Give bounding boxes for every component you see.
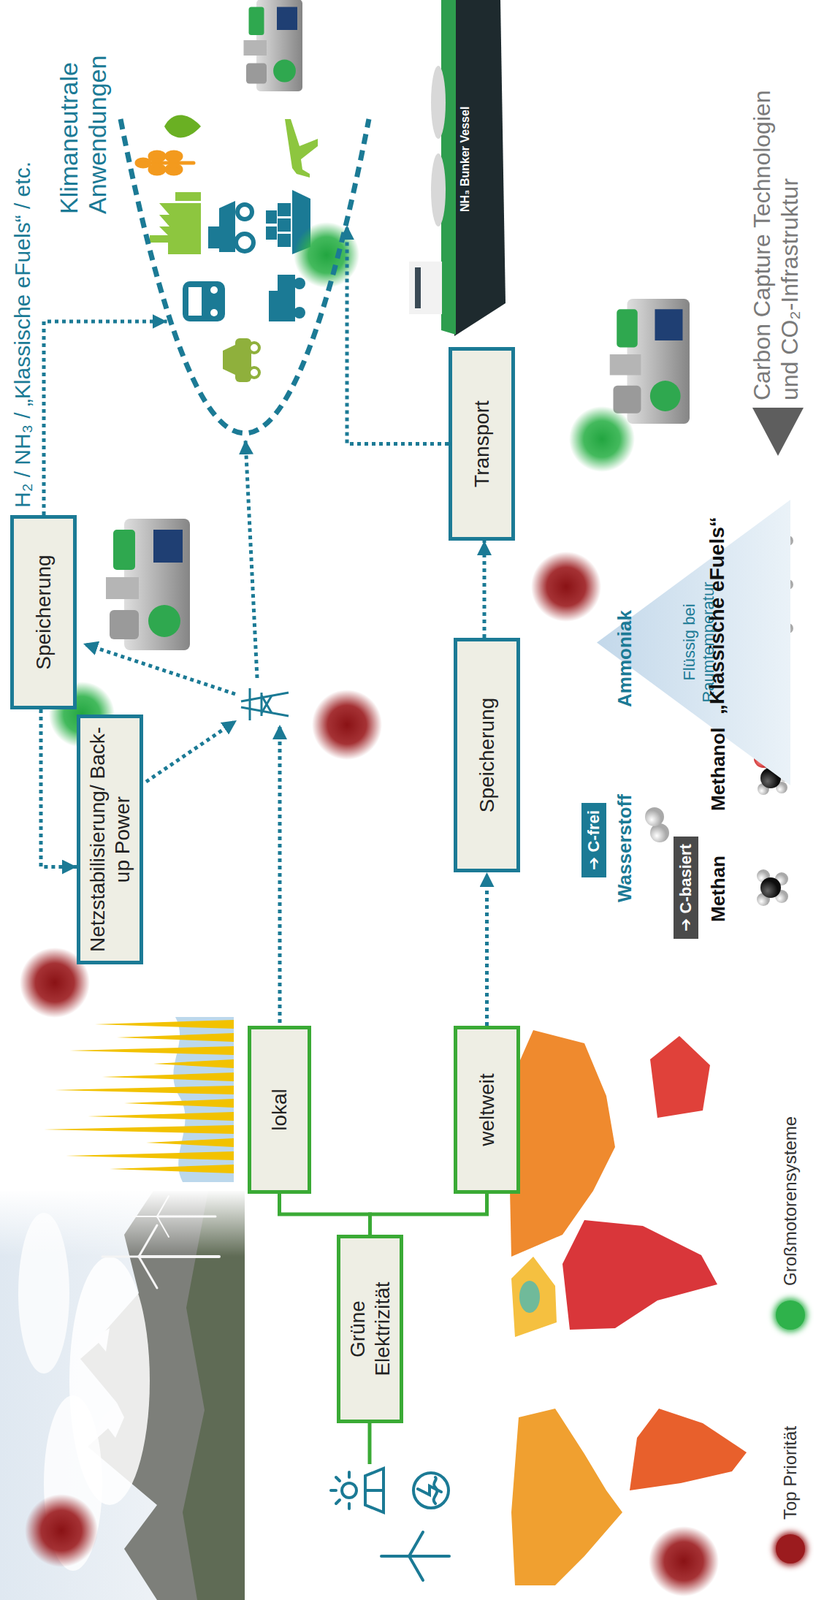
substance-name: Wasserstoff	[613, 794, 637, 903]
generation-chart	[43, 1016, 234, 1182]
category-tag: ➔ C-frei	[581, 802, 607, 878]
legend-text: Top Priorität	[780, 1425, 801, 1520]
renewable-icons	[330, 1468, 450, 1581]
engine-photo	[105, 518, 190, 651]
connector	[482, 540, 487, 638]
connector	[370, 1193, 488, 1235]
path-box: lokal	[247, 1025, 312, 1194]
landscape-photo	[0, 1189, 245, 1600]
legend-item: Großmotorensysteme	[775, 1116, 806, 1330]
node-text: lokal	[267, 1088, 293, 1131]
substance-name: Methanol	[707, 727, 730, 811]
power-pylon	[241, 688, 289, 721]
substance-name: Ammoniak	[613, 609, 637, 708]
substance-name: „Klassische eFuels“	[705, 516, 730, 715]
connector	[485, 872, 489, 1026]
category-tag: ➔ C-basiert	[673, 836, 699, 939]
connector	[43, 321, 168, 515]
process-box: Speicherung	[10, 515, 77, 710]
engine-photo	[609, 298, 690, 424]
legend-swatch	[775, 1534, 806, 1564]
legend-swatch	[775, 1300, 806, 1330]
application-region: Klimaneutrale Anwendungen	[54, 16, 399, 434]
triangle-fill	[596, 499, 791, 786]
application-icons	[136, 115, 318, 383]
process-box: Transport	[448, 346, 515, 541]
connector	[346, 224, 449, 444]
ccs-arrow	[752, 407, 804, 456]
node-text: Netzstabilisierung/ Back-up Power	[85, 725, 135, 954]
source-box: Grüne Elektrizität	[336, 1234, 404, 1424]
process-box: Speicherung	[453, 637, 521, 873]
edge-label: H₂ / NH₃ / „Klassische eFuels“ / etc.	[10, 161, 36, 508]
path-box: weltweit	[453, 1025, 521, 1194]
legend-text: Großmotorensysteme	[780, 1116, 801, 1286]
ship-name: NH₃ Bunker Vessel	[458, 106, 472, 212]
connector	[40, 709, 77, 868]
node-text: Klimaneutrale Anwendungen	[54, 22, 112, 215]
node-text: ➔ C-frei	[584, 810, 604, 871]
process-box: Netzstabilisierung/ Back-up Power	[76, 714, 144, 965]
connector	[279, 1193, 371, 1235]
node-text: weltweit	[474, 1073, 500, 1147]
substance-name: Methan	[707, 855, 730, 922]
node-text: Speicherung	[474, 697, 500, 813]
legend-item: Top Priorität	[775, 1425, 806, 1564]
node-text: Speicherung	[31, 554, 57, 670]
bunker-ship	[409, 0, 506, 337]
world-map	[507, 1030, 747, 1586]
marker-dots	[19, 222, 719, 1597]
feed-line	[368, 1423, 372, 1464]
node-text: ➔ C-basiert	[676, 843, 696, 932]
node-text: Grüne Elektrizität	[345, 1267, 395, 1391]
engine-photo	[243, 0, 304, 92]
node-text: Transport	[469, 400, 495, 488]
parabola-line	[120, 119, 369, 434]
ccs-note: Carbon Capture Technologien und CO₂-Infr…	[748, 49, 805, 401]
